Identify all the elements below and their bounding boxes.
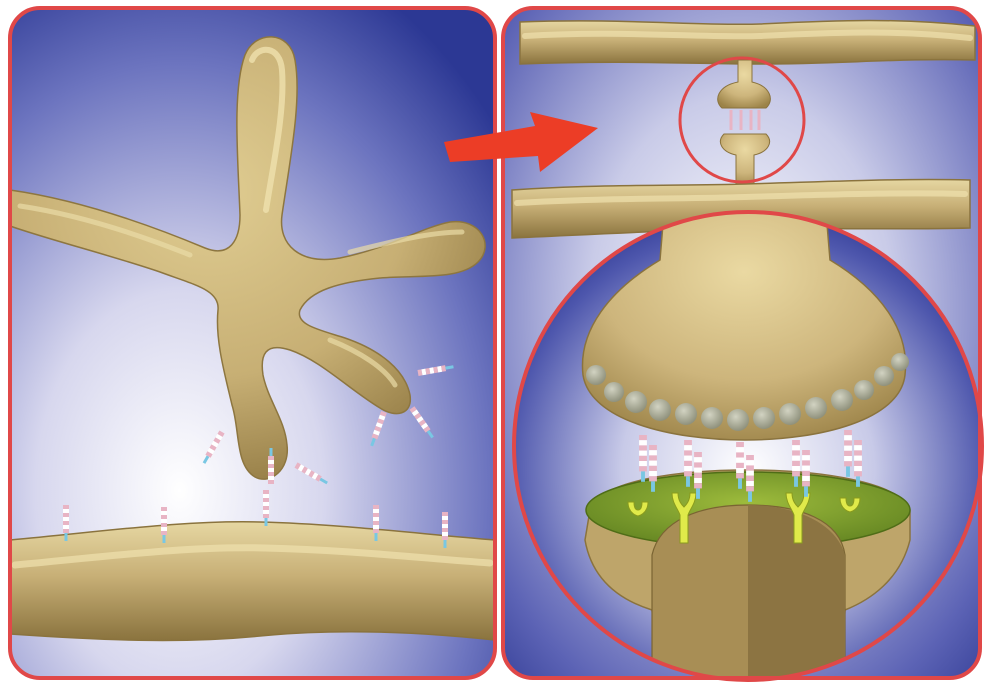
left-panel <box>10 8 495 678</box>
right-panel <box>503 8 982 687</box>
target-dendrite <box>10 522 495 641</box>
